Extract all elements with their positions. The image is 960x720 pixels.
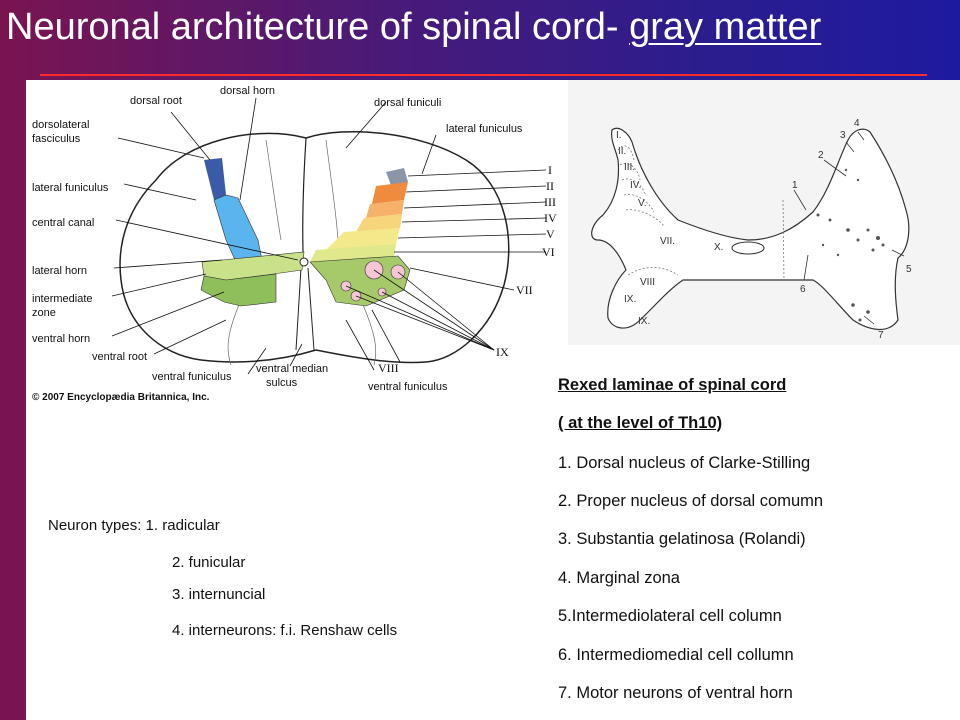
- rexed-left-label-5: V.: [638, 198, 647, 209]
- lamina-V-shape: [326, 228, 400, 250]
- lamina-label-VIII: VIII: [378, 361, 399, 375]
- cell-dots: [816, 168, 885, 322]
- neuron-types-heading: Neuron types: 1. radicular: [48, 517, 220, 534]
- label-dorsal-horn: dorsal horn: [220, 85, 275, 97]
- rexed-left-label-7: VII.: [660, 236, 675, 247]
- lamina-label-IX: IX: [496, 345, 509, 359]
- rexed-left-label-3: III.: [624, 162, 635, 173]
- central-canal-shape: [299, 257, 309, 267]
- rexed-heading-2: ( at the level of Th10): [558, 414, 723, 432]
- rexed-number-2: 2: [818, 150, 824, 161]
- neuron-type-item: 2. funicular: [172, 554, 246, 571]
- rexed-left-label-9a: IX.: [624, 294, 636, 305]
- neuron-type-item: 4. interneurons: f.i. Renshaw cells: [172, 622, 398, 639]
- label-ventral-funiculus-right: ventral funiculus: [368, 381, 448, 393]
- number-leaders: [793, 131, 905, 325]
- label-intermediate-2: zone: [32, 307, 56, 319]
- rexed-number-3: 3: [840, 130, 846, 141]
- rexed-left-label-2: II.: [618, 146, 626, 157]
- rexed-left-label-1: I.: [616, 130, 622, 141]
- lamina-II-shape: [372, 182, 408, 204]
- rexed-item: 1. Dorsal nucleus of Clarke-Stilling: [558, 454, 811, 472]
- label-ventral-horn: ventral horn: [32, 333, 90, 345]
- label-ventral-root: ventral root: [92, 351, 147, 363]
- rexed-number-1: 1: [792, 180, 798, 191]
- label-ventral-median-2: sulcus: [266, 377, 298, 389]
- content-panel: dorsal root dorsal horn dorsal funiculi …: [26, 80, 960, 720]
- ventral-median-fissure: [295, 267, 315, 351]
- rexed-item: 2. Proper nucleus of dorsal comumn: [558, 492, 824, 510]
- rexed-number-7: 7: [878, 330, 884, 341]
- label-lateral-funiculus-left: lateral funiculus: [32, 182, 109, 194]
- left-ventral-horn: [200, 273, 277, 307]
- lamina-label-II: II: [546, 179, 554, 193]
- label-dorsal-root: dorsal root: [130, 95, 182, 107]
- rexed-item: 5.Intermediolateral cell column: [558, 607, 782, 625]
- title-rule: [40, 74, 927, 76]
- title-main: Neuronal architecture of spinal cord-: [6, 6, 630, 48]
- label-ventral-median-1: ventral median: [256, 363, 328, 375]
- label-central-canal: central canal: [32, 217, 94, 229]
- rexed-left-label-10: X.: [714, 242, 723, 253]
- spinal-cord-diagram: dorsal root dorsal horn dorsal funiculi …: [32, 85, 557, 403]
- slide-title: Neuronal architecture of spinal cord- gr…: [6, 6, 821, 49]
- rexed-left-label-9b: IX.: [638, 316, 650, 327]
- left-dorsal-horn-dark: [204, 158, 226, 200]
- lamina-label-III: III: [544, 195, 556, 209]
- lamina-label-I: I: [548, 163, 552, 177]
- rexed-left-label-8: VIII: [640, 277, 655, 288]
- lamina-label-VII: VII: [516, 283, 533, 297]
- leader-lines: [111, 97, 547, 375]
- rexed-left-label-4: IV.: [630, 180, 641, 191]
- label-ventral-funiculus-left: ventral funiculus: [152, 371, 232, 383]
- title-underlined: gray matter: [629, 6, 822, 48]
- rexed-item: 4. Marginal zona: [558, 569, 680, 587]
- lamina-boundaries: [617, 145, 785, 281]
- rexed-number-5: 5: [906, 264, 912, 275]
- rexed-item: 7. Motor neurons of ventral horn: [558, 684, 793, 702]
- rexed-item: 6. Intermediomedial cell collumn: [558, 646, 794, 664]
- lamina-label-V: V: [546, 227, 555, 241]
- rexed-item: 3. Substantia gelatinosa (Rolandi): [558, 530, 806, 548]
- label-dorsolateral-1: dorsolateral: [32, 119, 89, 131]
- rexed-heading-1: Rexed laminae of spinal cord: [558, 376, 787, 394]
- gray-matter-outline: [591, 127, 910, 330]
- label-intermediate-1: intermediate: [32, 293, 93, 305]
- lamina-label-VI: VI: [542, 245, 555, 259]
- copyright-notice: © 2007 Encyclopædia Britannica, Inc.: [32, 392, 210, 403]
- dorsal-median-septum: [302, 137, 307, 253]
- label-dorsolateral-2: fasciculus: [32, 133, 81, 145]
- lamina-label-IV: IV: [544, 211, 557, 225]
- lamina-III-shape: [366, 200, 404, 218]
- central-canal-sketch: [731, 241, 765, 255]
- rexed-number-6: 6: [800, 284, 806, 295]
- fiber-lines: [227, 139, 377, 366]
- rexed-number-4: 4: [854, 118, 860, 129]
- label-lateral-horn: lateral horn: [32, 265, 87, 277]
- label-dorsal-funiculi: dorsal funiculi: [374, 97, 441, 109]
- left-dorsal-horn-blue: [213, 194, 263, 263]
- rexed-laminae-diagram: I. II. III. IV. V. VII. X. VIII IX. IX. …: [568, 80, 960, 345]
- lamina-IV-shape: [356, 214, 402, 232]
- label-lateral-funiculus-top: lateral funiculus: [446, 123, 523, 135]
- neuron-type-item: 3. internuncial: [172, 586, 266, 603]
